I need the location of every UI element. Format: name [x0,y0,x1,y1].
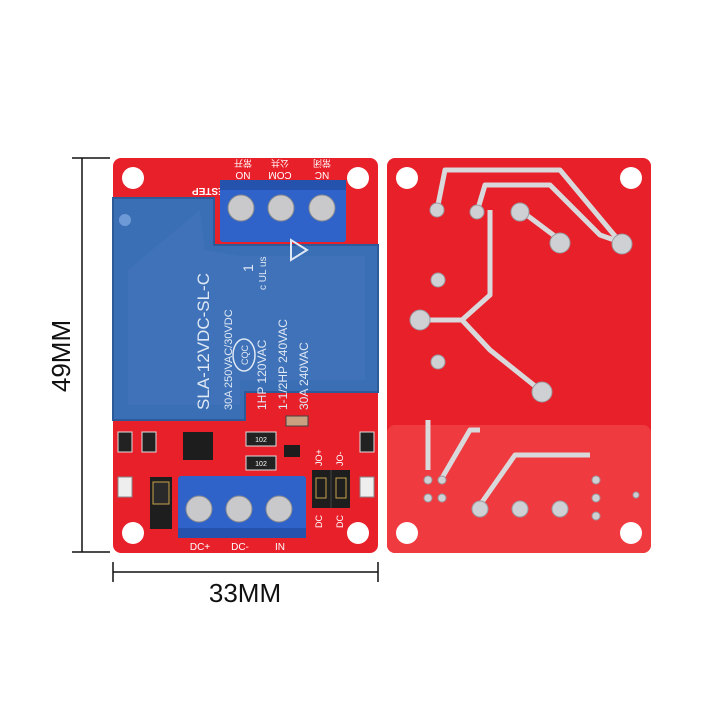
height-label: 49MM [46,320,76,392]
resistor-code: 102 [255,437,267,444]
jumper-label: JO+ [314,449,324,466]
mounting-hole [396,167,418,189]
terminal-label-cn: 常闭 [313,158,331,169]
relay-rating: 30A 250VAC/30VDC [223,309,235,410]
terminal-label-dc-minus: DC- [231,542,249,553]
led [359,476,375,498]
relay-rating: 1-1/2HP 240VAC [276,319,290,410]
solder-traces [420,167,622,507]
relay-rating: 1HP 120VAC [255,339,269,410]
jumper-dc-label: DC [314,515,324,528]
width-dimension [112,562,379,582]
relay-model: SLA-12VDC-SL-C [194,273,213,410]
relay: SLA-12VDC-SL-C 30A 250VAC/30VDC 1HP 120V… [112,197,379,421]
front-board: BESTEP NO COM NC 常开 公共 常闭 SLA-12VDC-SL-C… [112,158,379,553]
input-terminal-block [178,476,306,538]
terminal-label-in: IN [275,542,285,553]
mounting-hole [122,167,144,189]
resistor-code: 102 [255,461,267,468]
relay-rating: 30A 240VAC [297,342,311,410]
terminal-label-no: NO [235,169,250,180]
mounting-hole [347,522,369,544]
trigger-jumper[interactable] [150,477,172,529]
mounting-hole [122,522,144,544]
smd-components: 102 102 [117,415,375,498]
output-terminal-block [220,180,346,242]
mounting-hole [620,167,642,189]
terminal-label-dc-plus: DC+ [190,542,210,553]
width-label: 33MM [209,578,281,608]
cqc-mark: CQC [240,345,250,366]
led [117,476,133,498]
ul-mark: c UL us [258,256,269,290]
jumper-dc-label: DC [335,515,345,528]
jumper-label: JO- [335,451,345,466]
mounting-hole [396,522,418,544]
terminal-label-cn: 常开 [234,158,252,169]
solder-joints [409,202,640,521]
mounting-hole [347,167,369,189]
jo-jumpers[interactable] [312,470,350,508]
brand-label: BESTEP [192,185,232,196]
ul-number: 1 [240,264,256,272]
triangle-mark-icon [290,238,309,262]
back-board [387,158,651,553]
mounting-hole [620,522,642,544]
terminal-label-cn: 公共 [271,158,289,168]
terminal-label-com: COM [268,169,291,180]
terminal-label-nc: NC [315,169,329,180]
height-dimension [72,157,110,553]
